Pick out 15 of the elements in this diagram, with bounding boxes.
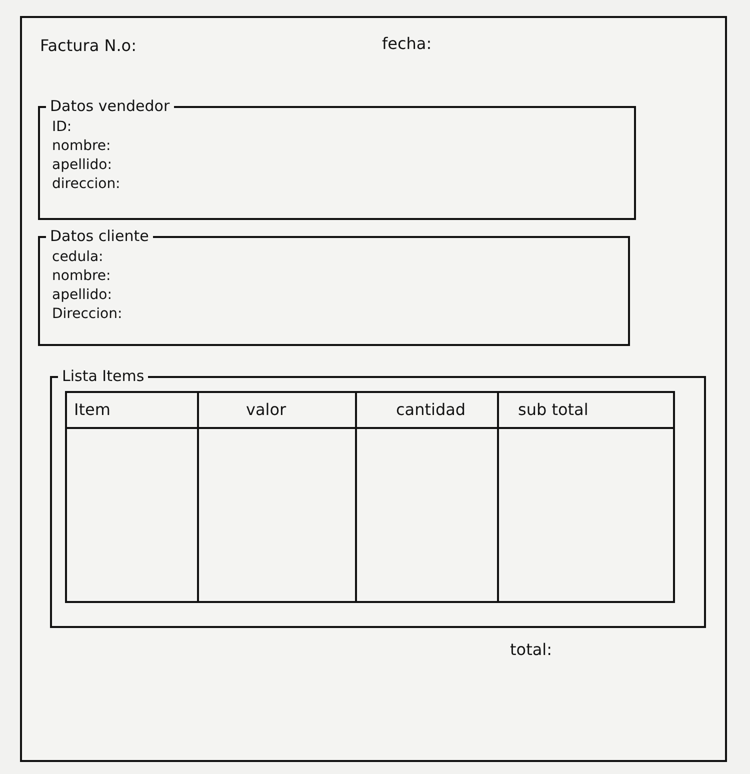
field-label: apellido: <box>52 286 112 304</box>
total-label: total: <box>510 640 552 659</box>
field-label: nombre: <box>52 267 111 285</box>
field-label: nombre: <box>52 137 111 155</box>
field-label: apellido: <box>52 156 112 174</box>
invoice-number-label: Factura N.o: <box>40 36 136 55</box>
column-header: sub total <box>518 400 588 419</box>
field-label: ID: <box>52 118 72 136</box>
field-label: direccion: <box>52 175 120 193</box>
column-header: Item <box>74 400 110 419</box>
field-label: cedula: <box>52 248 104 266</box>
column-header: valor <box>246 400 286 419</box>
column-header: cantidad <box>396 400 466 419</box>
field-label: Direccion: <box>52 305 122 323</box>
date-label: fecha: <box>382 34 432 53</box>
